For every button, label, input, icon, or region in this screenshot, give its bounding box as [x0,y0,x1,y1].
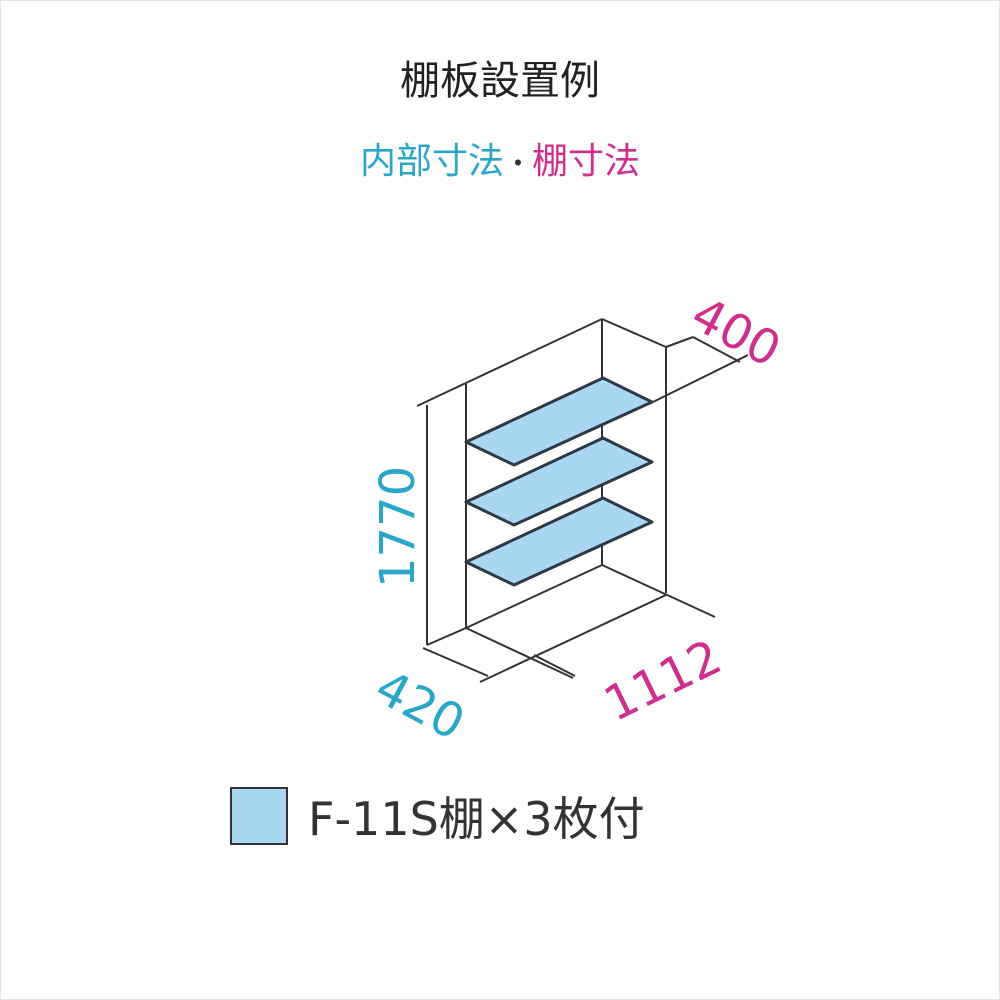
depth-dimension: 420 [366,659,473,751]
shelf-1 [464,376,654,467]
shelves [464,376,654,587]
height-dimension: 1770 [370,466,426,588]
shelf-dimension-label: 棚寸法 [532,141,641,182]
separator: ・ [503,147,532,180]
legend-label: F-11S棚×3枚付 [308,792,645,846]
cabinet-frame [416,318,749,683]
internal-dimension-label: 内部寸法 [359,141,504,182]
shelf-color-swatch [230,787,288,845]
subtitle: 内部寸法・棚寸法 [0,132,1000,184]
legend: F-11S棚×3枚付 [230,783,645,849]
shelf-2 [464,436,654,527]
page-title: 棚板設置例 [400,58,600,104]
shelf-depth-dimension: 400 [682,286,789,378]
width-dimension: 1112 [596,629,730,733]
shelf-3 [464,496,654,587]
